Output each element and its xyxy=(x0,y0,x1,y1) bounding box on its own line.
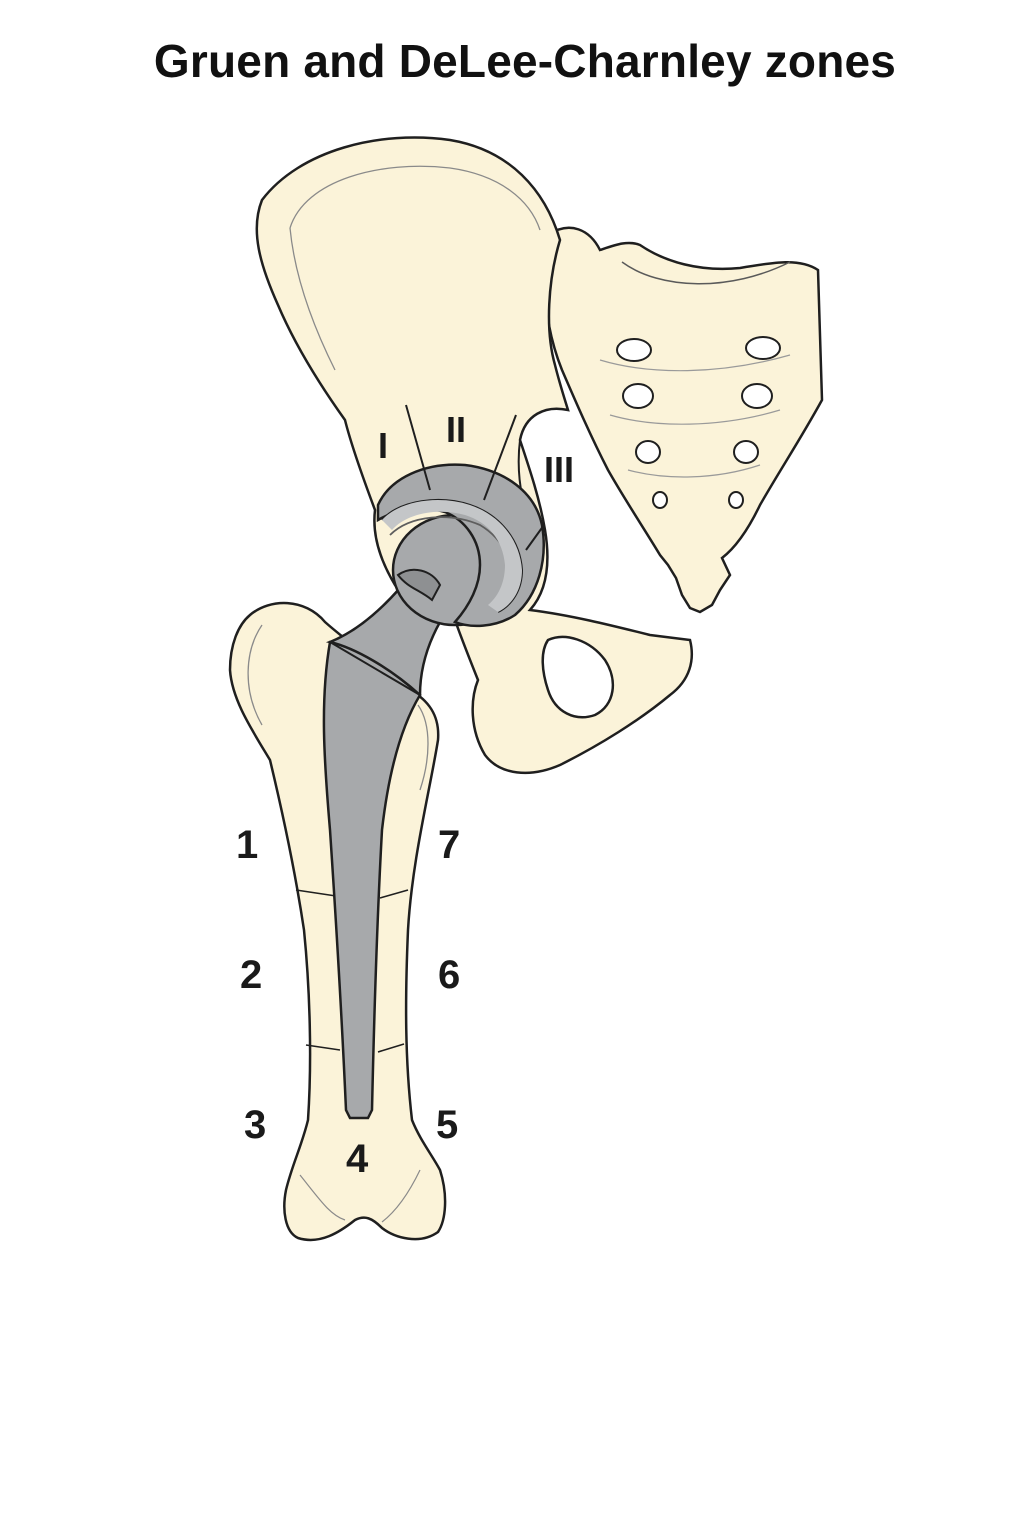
condyle-line xyxy=(381,1169,421,1223)
sacral-foramen xyxy=(745,336,781,360)
zone-divider-2-3 xyxy=(305,1044,341,1051)
cup-liner-fill xyxy=(382,500,522,612)
zone-label-4: 4 xyxy=(346,1137,369,1181)
stem-collar-line xyxy=(329,641,421,696)
zone-divider-7-6 xyxy=(379,889,409,899)
zone-label-II: II xyxy=(446,409,466,450)
sacrum-line-3 xyxy=(627,464,761,478)
zone-label-2: 2 xyxy=(240,953,262,997)
sacrum-body xyxy=(543,226,824,614)
zone-label-3: 3 xyxy=(244,1103,266,1147)
zone-III-leader xyxy=(525,524,545,551)
head-neck-junction xyxy=(396,568,442,602)
zone-divider-6-5 xyxy=(377,1043,405,1053)
zone-label-1: 1 xyxy=(236,823,258,867)
zone-II-leader xyxy=(483,414,517,501)
ilium xyxy=(255,136,694,775)
sacral-foramen xyxy=(728,491,744,509)
greater-trochanter-line xyxy=(247,624,263,726)
condyle-line xyxy=(299,1174,346,1221)
zone-I-leader xyxy=(405,404,431,491)
iliac-fossa-line xyxy=(289,165,541,231)
zone-label-I: I xyxy=(378,425,388,466)
sacral-foramen xyxy=(733,440,759,464)
sacrum-line-2 xyxy=(609,409,781,425)
zone-label-6: 6 xyxy=(438,953,460,997)
sacral-foramen xyxy=(616,338,652,362)
iliac-fossa-line xyxy=(289,227,336,371)
diagram-title: Gruen and DeLee-Charnley zones xyxy=(153,35,897,87)
sacral-foramen xyxy=(622,383,654,409)
zone-divider-1-2 xyxy=(295,889,337,897)
obturator-foramen xyxy=(541,635,615,719)
sacral-foramen xyxy=(635,440,661,464)
lesser-trochanter-line xyxy=(417,704,429,791)
zone-label-III: III xyxy=(544,449,574,490)
sacrum xyxy=(543,226,824,614)
zone-label-7: 7 xyxy=(438,823,460,867)
sacral-foramen xyxy=(741,383,773,409)
sacral-foramen xyxy=(652,491,668,509)
sacrum-line-1 xyxy=(599,354,791,372)
acetabular-cup xyxy=(376,463,545,628)
sacrum-crest xyxy=(621,261,791,285)
zone-label-5: 5 xyxy=(436,1103,458,1147)
stem-neck xyxy=(325,586,442,698)
